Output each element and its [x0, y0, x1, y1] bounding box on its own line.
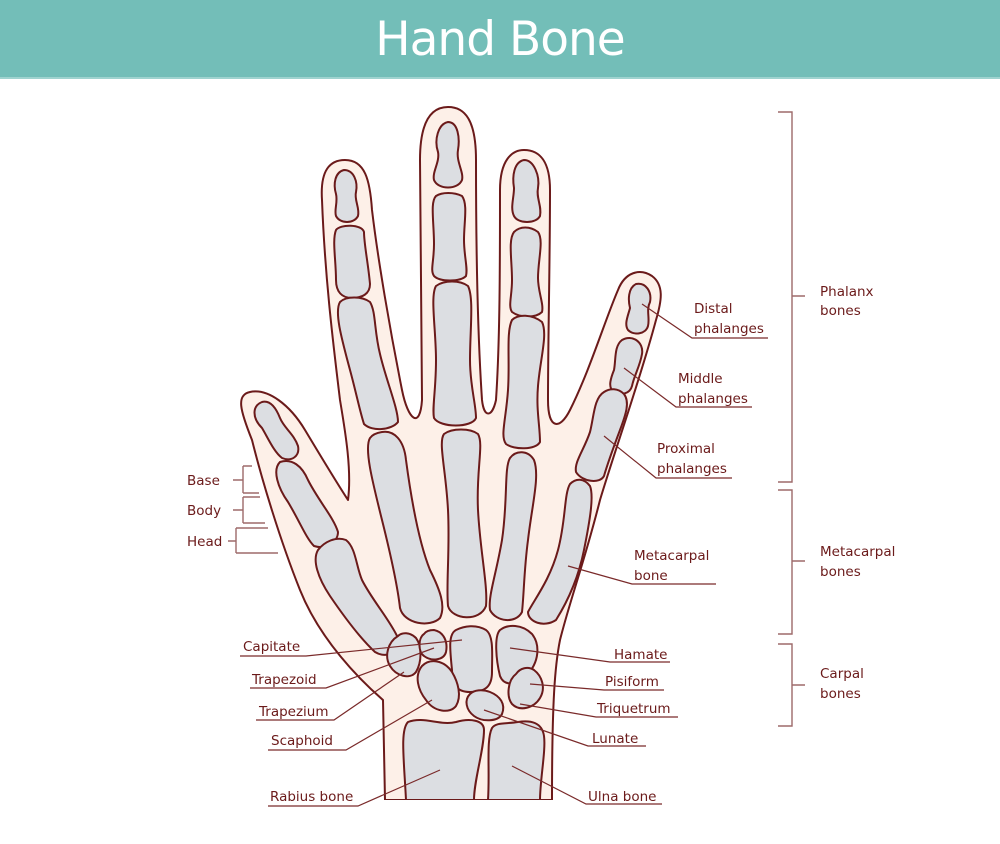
carpal-group-label-line2: bones [820, 686, 861, 702]
capitate-bone [449, 625, 494, 693]
carpal-group-label-line1: Carpal [820, 666, 864, 682]
metacarpal-bracket [778, 489, 805, 635]
lunate-label: Lunate [592, 731, 638, 747]
index-middle-phalanx [333, 224, 371, 299]
ring-proximal-phalanx [502, 314, 546, 450]
pisiform-leader [529, 683, 664, 691]
scaphoid-leader [268, 699, 433, 751]
middle-leader [623, 367, 752, 408]
phalanx-bracket [778, 111, 805, 483]
hamate-label: Hamate [614, 647, 667, 663]
ring-metacarpal [488, 451, 538, 621]
radius-bone [402, 719, 485, 801]
index-proximal-phalanx [336, 296, 399, 430]
metacarpal-group-label-line1: Metacarpal [820, 544, 895, 560]
little-distal-phalanx [625, 282, 652, 335]
title-banner: Hand Bone [0, 0, 1000, 79]
hamate-leader [509, 647, 670, 663]
triquetrum-label: Triquetrum [596, 701, 671, 717]
pisiform-label: Pisiform [605, 674, 659, 690]
trapezoid-leader [250, 647, 435, 689]
ulna-label: Ulna bone [588, 789, 656, 805]
radius-leader [268, 769, 441, 807]
middle-label-line2: phalanges [678, 391, 748, 407]
page-title: Hand Bone [375, 12, 625, 67]
index-metacarpal [366, 430, 444, 625]
metacarpal-leader [567, 565, 716, 585]
phalanx-group-label-line1: Phalanx [820, 284, 874, 300]
metacarpal-label-line1: Metacarpal [634, 548, 709, 564]
phalanx-group-label-line2: bones [820, 303, 861, 319]
thumb-distal-phalanx [253, 400, 300, 461]
head-bracket [228, 527, 278, 554]
middle-distal-phalanx [432, 121, 464, 189]
ulna-bone [487, 720, 546, 801]
lunate-leader [483, 709, 646, 747]
trapezium-bone [386, 632, 422, 678]
capitate-label: Capitate [243, 639, 300, 655]
metacarpal-label-line2: bone [634, 568, 668, 584]
body-bracket [233, 496, 265, 524]
trapezoid-bone [418, 629, 448, 661]
little-metacarpal [527, 478, 593, 625]
proximal-label-line2: phalanges [657, 461, 727, 477]
middle-label-line1: Middle [678, 371, 723, 387]
radius-label: Rabius bone [270, 789, 353, 805]
body-label: Body [187, 503, 221, 519]
scaphoid-bone [416, 660, 460, 712]
proximal-label-line1: Proximal [657, 441, 715, 457]
base-bracket [233, 465, 259, 494]
ring-middle-phalanx [509, 226, 544, 318]
distal-label-line2: phalanges [694, 321, 764, 337]
ulna-leader [511, 765, 662, 805]
triquetrum-leader [519, 703, 678, 718]
scaphoid-label: Scaphoid [271, 733, 333, 749]
lunate-bone [465, 689, 505, 722]
pisiform-triquetrum-bone [507, 666, 544, 710]
middle-proximal-phalanx [432, 280, 477, 427]
base-label: Base [187, 473, 220, 489]
index-distal-phalanx [333, 169, 360, 223]
middle-metacarpal [440, 428, 488, 619]
carpal-bracket [778, 643, 805, 727]
capitate-leader [240, 639, 463, 657]
trapezium-leader [256, 671, 405, 721]
wrist-cutoff [370, 800, 570, 844]
distal-label-line1: Distal [694, 301, 733, 317]
little-proximal-phalanx [574, 388, 628, 482]
distal-leader [641, 303, 768, 339]
trapezoid-label: Trapezoid [251, 672, 317, 688]
proximal-leader [603, 435, 732, 479]
ring-distal-phalanx [511, 159, 542, 223]
trapezium-label: Trapezium [258, 704, 329, 720]
head-label: Head [187, 534, 222, 550]
middle-middle-phalanx [431, 192, 468, 282]
metacarpal-group-label-line2: bones [820, 564, 861, 580]
